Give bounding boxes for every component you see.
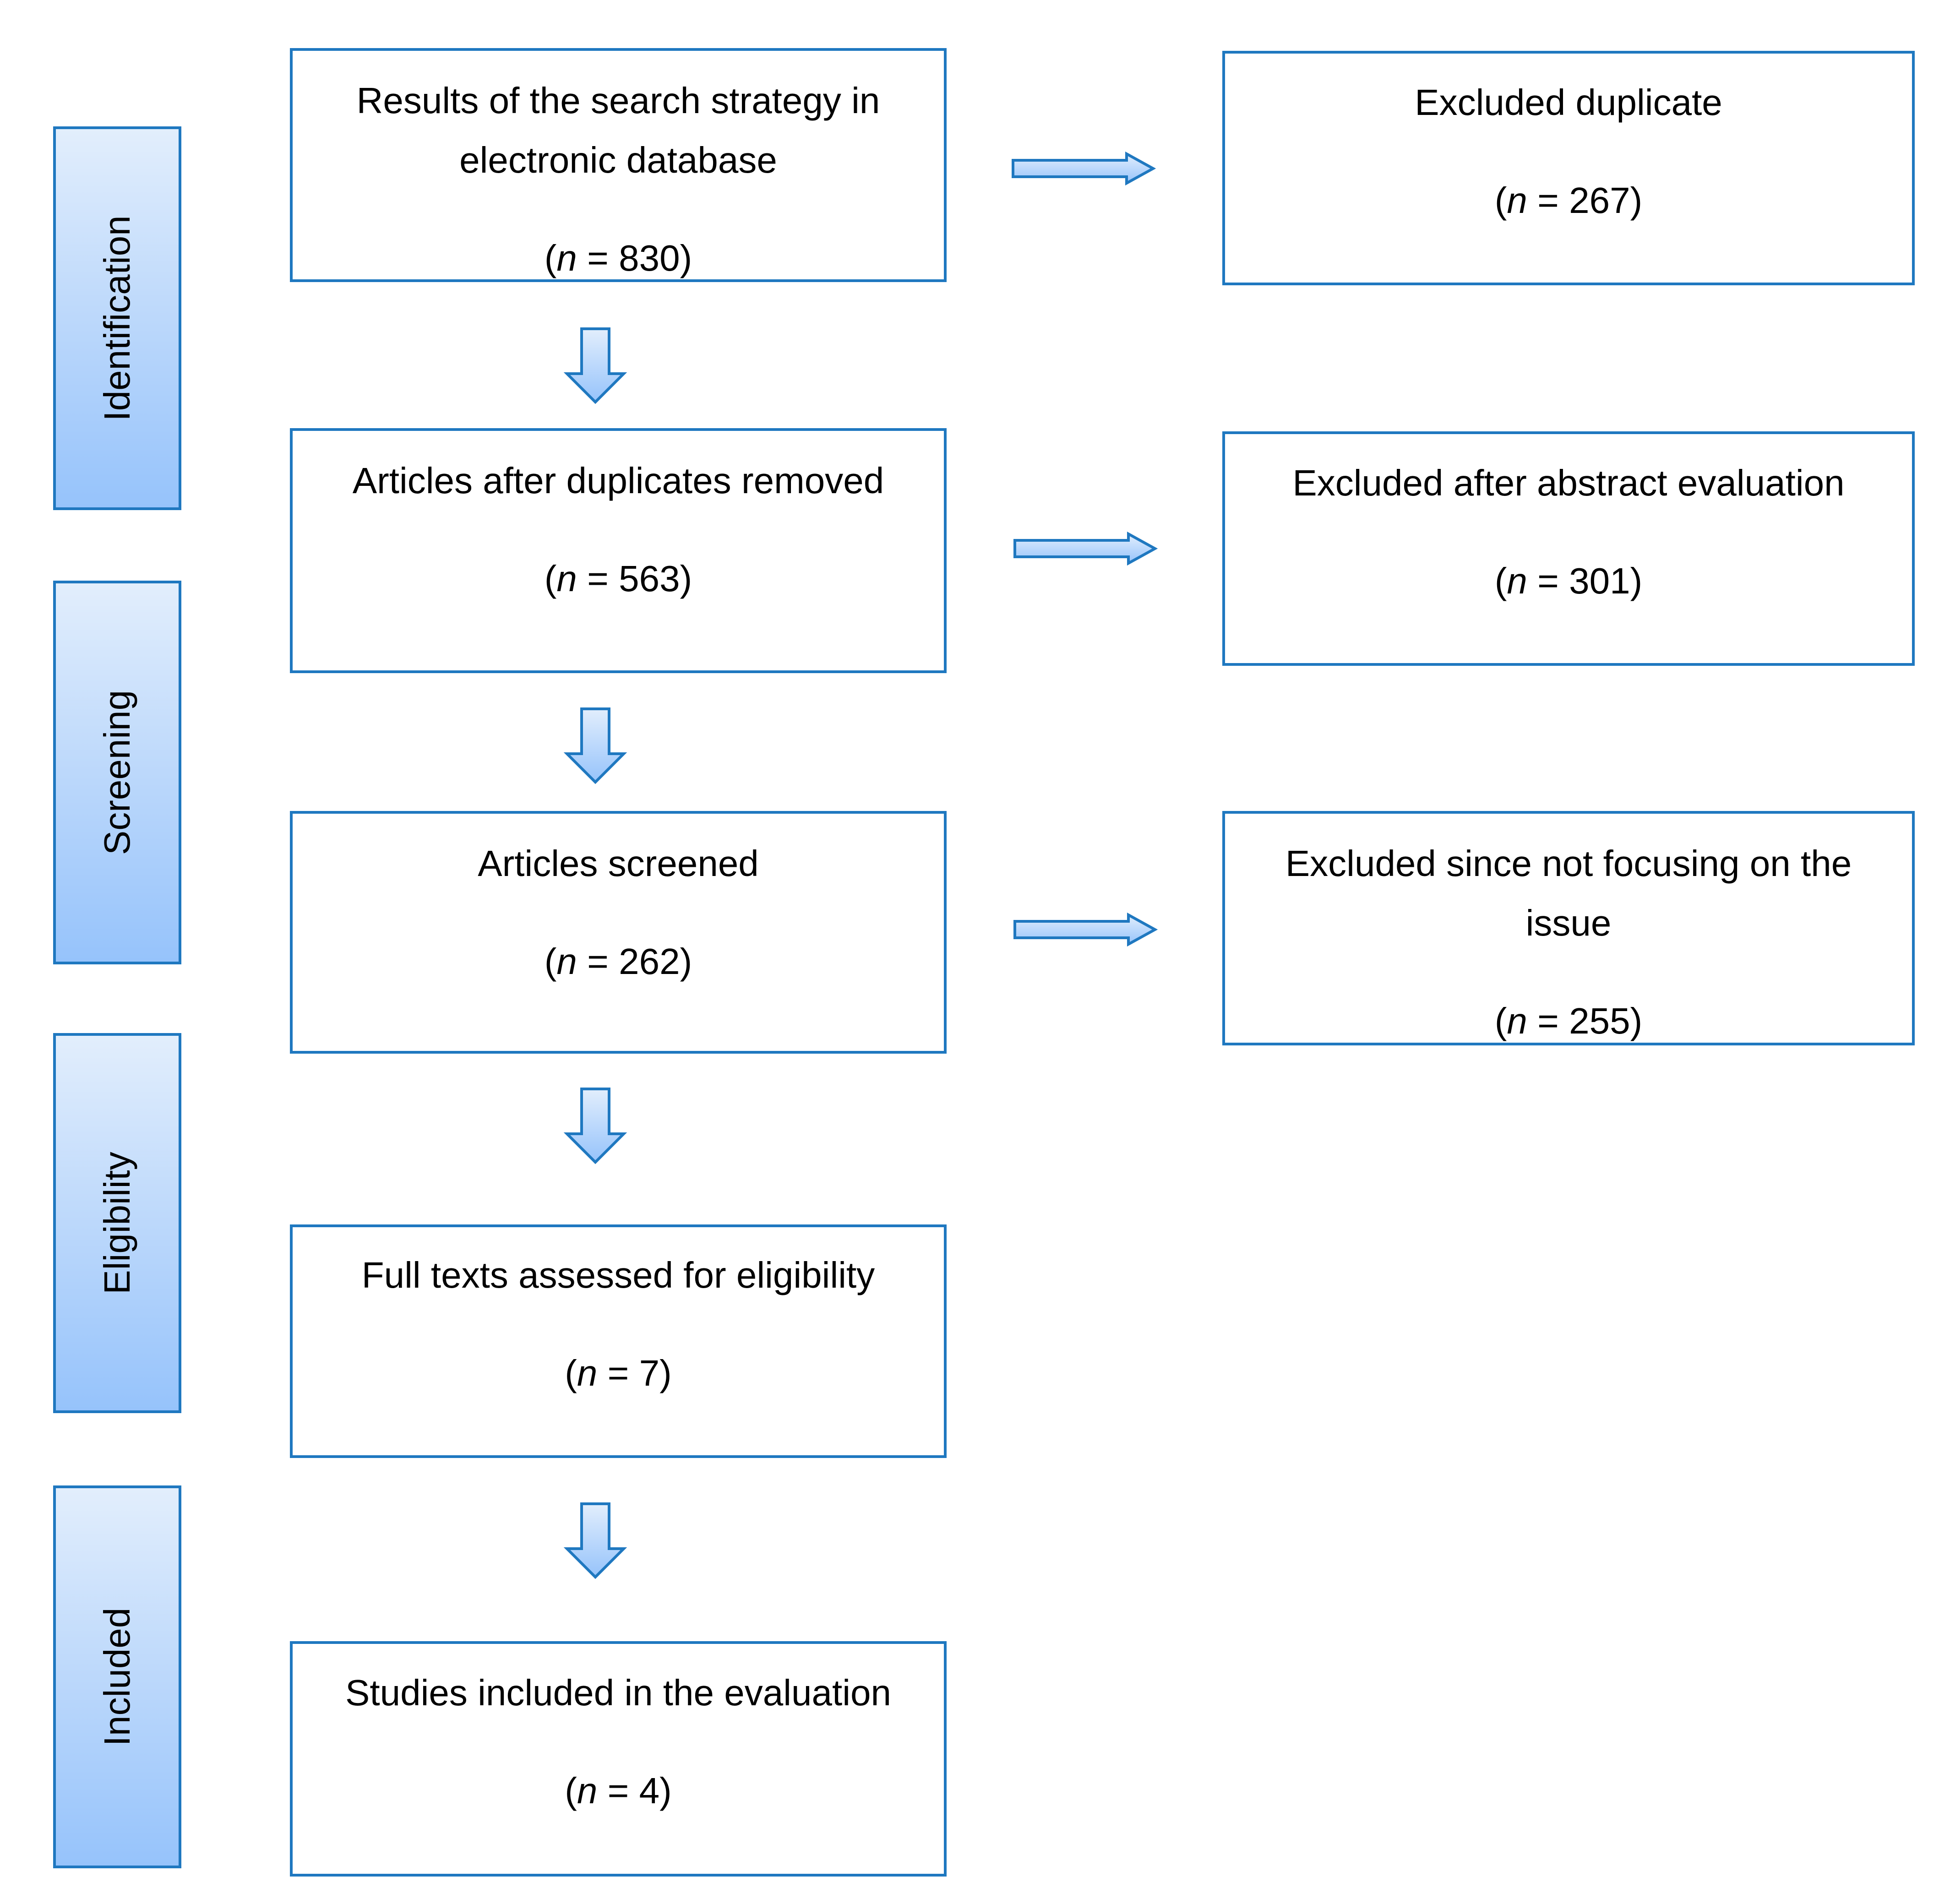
- count-symbol: n: [556, 238, 577, 278]
- box-text-line: Excluded duplicate: [1415, 82, 1722, 123]
- box-excluded-not-focusing: Excluded since not focusing on the issue…: [1222, 811, 1915, 1045]
- box-text-line: Studies included in the evaluation: [345, 1672, 891, 1713]
- box-studies-included: Studies included in the evaluation (n = …: [290, 1641, 947, 1877]
- count-value: 301: [1569, 560, 1630, 601]
- box-count: (n = 830): [544, 238, 692, 278]
- count-value: 563: [619, 558, 680, 599]
- down-arrow-icon: [563, 1502, 627, 1579]
- box-count: (n = 262): [544, 941, 692, 982]
- count-symbol: n: [577, 1770, 598, 1811]
- count-symbol: n: [1507, 1001, 1527, 1041]
- count-symbol: n: [577, 1353, 598, 1393]
- right-arrow-icon: [1012, 151, 1156, 186]
- box-excluded-abstract: Excluded after abstract evaluation (n = …: [1222, 431, 1915, 666]
- count-value: 7: [639, 1353, 660, 1393]
- stage-label-screening: Screening: [53, 581, 181, 964]
- stage-label-eligibility: Eligibility: [53, 1033, 181, 1413]
- right-arrow-icon: [1013, 912, 1158, 947]
- stage-label-included: Included: [53, 1485, 181, 1868]
- count-symbol: n: [1507, 180, 1527, 221]
- box-text-line: Excluded after abstract evaluation: [1292, 462, 1845, 503]
- box-count: (n = 267): [1494, 180, 1643, 221]
- box-text-line: Excluded since not focusing on the: [1285, 843, 1852, 884]
- count-value: 262: [619, 941, 680, 982]
- box-excluded-duplicate: Excluded duplicate (n = 267): [1222, 51, 1915, 285]
- box-count: (n = 255): [1494, 1001, 1643, 1041]
- box-count: (n = 563): [544, 558, 692, 599]
- count-symbol: n: [1507, 560, 1527, 601]
- count-symbol: n: [556, 558, 577, 599]
- stage-label-identification: Identification: [53, 126, 181, 510]
- box-articles-screened: Articles screened (n = 262): [290, 811, 947, 1054]
- box-text-line: Full texts assessed for eligibility: [361, 1255, 875, 1295]
- count-value: 267: [1569, 180, 1630, 221]
- count-value: 830: [619, 238, 680, 278]
- box-text-line: Articles after duplicates removed: [352, 460, 884, 501]
- box-search-results: Results of the search strategy in electr…: [290, 48, 947, 282]
- box-count: (n = 301): [1494, 560, 1643, 601]
- down-arrow-icon: [563, 707, 627, 784]
- box-after-duplicates: Articles after duplicates removed (n = 5…: [290, 428, 947, 673]
- box-full-texts: Full texts assessed for eligibility (n =…: [290, 1224, 947, 1458]
- count-value: 4: [639, 1770, 660, 1811]
- down-arrow-icon: [563, 1088, 627, 1164]
- down-arrow-icon: [563, 327, 627, 404]
- box-text-line: issue: [1525, 903, 1612, 943]
- right-arrow-icon: [1013, 531, 1158, 566]
- count-value: 255: [1569, 1001, 1630, 1041]
- box-text-line: Results of the search strategy in: [356, 80, 880, 121]
- count-symbol: n: [556, 941, 577, 982]
- box-text-line: electronic database: [459, 140, 777, 180]
- box-count: (n = 4): [565, 1770, 672, 1811]
- box-count: (n = 7): [565, 1353, 672, 1393]
- box-text-line: Articles screened: [478, 843, 759, 884]
